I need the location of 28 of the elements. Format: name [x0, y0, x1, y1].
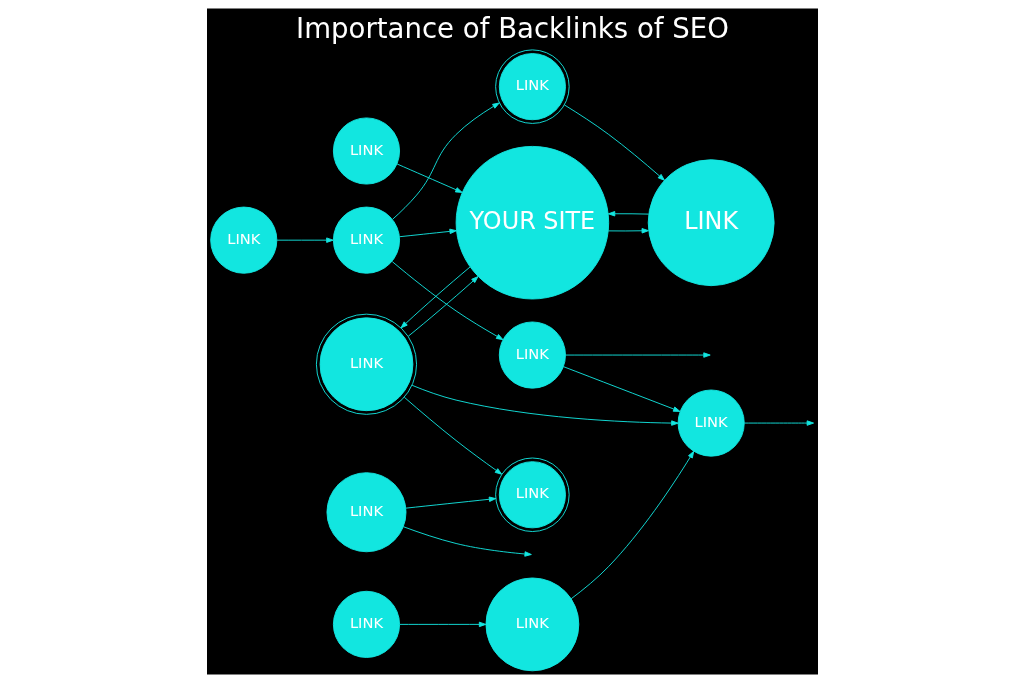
arrow — [276, 237, 334, 243]
arrow — [562, 366, 680, 412]
arrow — [398, 621, 486, 628]
arrow — [403, 396, 502, 475]
node-circle: LINK — [485, 577, 579, 672]
arrow — [607, 211, 649, 217]
node-circle: LINK — [332, 590, 400, 658]
diagram-title: Importance of Backlinks of SEO — [295, 11, 729, 45]
node-circle: LINK — [332, 117, 400, 185]
arrow — [398, 228, 457, 238]
arrow — [563, 104, 665, 181]
arrow — [743, 420, 814, 426]
arrow — [391, 102, 500, 220]
arrow — [391, 261, 503, 341]
node-circle: LINK — [498, 321, 566, 389]
arrow — [407, 276, 478, 337]
arrow — [570, 450, 694, 600]
arrow — [400, 266, 470, 329]
node-circle: LINK — [326, 472, 406, 553]
arrow — [402, 526, 532, 557]
node-circle: LINK — [332, 206, 400, 274]
arrow — [564, 352, 711, 358]
arrow — [404, 496, 496, 509]
node-circle: LINK — [647, 159, 775, 287]
arrow — [411, 384, 678, 426]
arrow — [607, 228, 649, 234]
node-circle: LINK — [209, 206, 277, 274]
arrow — [396, 163, 463, 193]
